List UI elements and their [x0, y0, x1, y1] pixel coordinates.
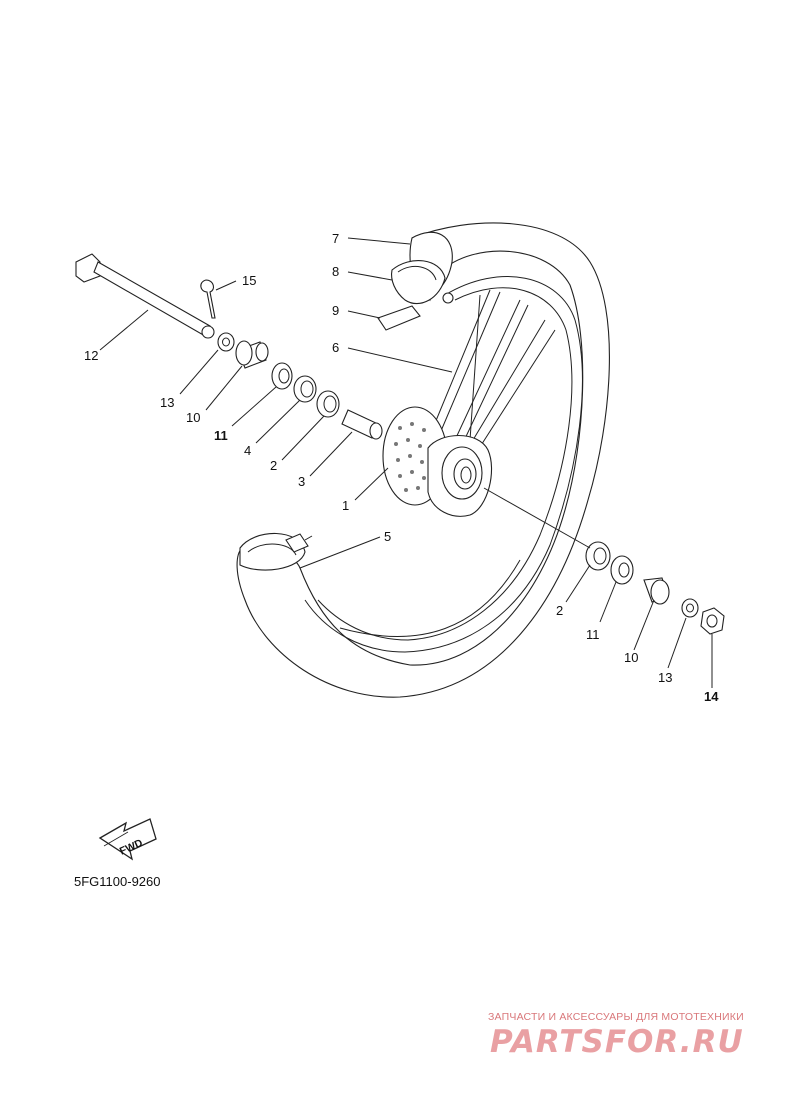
callout-1: 1 — [342, 498, 349, 513]
collar-left — [235, 340, 269, 369]
callout-4: 4 — [244, 443, 251, 458]
tube — [391, 260, 446, 305]
fwd-arrow-icon: FWD — [98, 818, 157, 861]
watermark: ЗАПЧАСТИ И АКСЕССУАРЫ ДЛЯ МОТОТЕХНИКИ PA… — [488, 1011, 744, 1060]
bearing-right — [585, 541, 611, 571]
bearing-left — [316, 390, 340, 418]
oil-seal-left — [271, 362, 293, 390]
hub-with-disc — [382, 406, 492, 517]
callout-12: 12 — [84, 348, 98, 363]
diagram-code: 5FG1100-9260 — [74, 874, 161, 889]
callout-10-left: 10 — [186, 410, 200, 425]
axle — [75, 253, 215, 339]
washer-left — [217, 332, 235, 352]
callout-2-right: 2 — [556, 603, 563, 618]
valve-nut — [442, 292, 454, 304]
callout-5: 5 — [384, 529, 391, 544]
callout-9: 9 — [332, 303, 339, 318]
valve — [285, 533, 313, 553]
callout-11-left: 11 — [214, 428, 228, 443]
cotter-pin — [200, 279, 216, 319]
watermark-brand: PARTSFOR.RU — [490, 1024, 744, 1060]
washer-right — [681, 598, 699, 618]
callout-2-left: 2 — [270, 458, 277, 473]
callout-15: 15 — [242, 273, 256, 288]
watermark-tagline: ЗАПЧАСТИ И АКСЕССУАРЫ ДЛЯ МОТОТЕХНИКИ — [488, 1011, 744, 1023]
collar-right — [643, 577, 670, 605]
rim-band — [377, 305, 421, 331]
callout-11-right: 11 — [586, 627, 600, 642]
leader-lines — [99, 237, 713, 688]
callout-13-left: 13 — [160, 395, 174, 410]
axle-nut — [700, 607, 725, 635]
bearing-4 — [293, 375, 317, 403]
disc-holes — [394, 422, 426, 492]
callout-8: 8 — [332, 264, 339, 279]
callout-14: 14 — [704, 689, 719, 704]
spacer — [341, 409, 383, 440]
callout-13-right: 13 — [658, 670, 672, 685]
callout-10-right: 10 — [624, 650, 638, 665]
oil-seal-right — [610, 555, 634, 585]
callout-6: 6 — [332, 340, 339, 355]
callout-3: 3 — [298, 474, 305, 489]
callout-7: 7 — [332, 231, 339, 246]
callout-labels: 7 8 9 6 15 12 13 10 11 4 2 3 1 5 2 11 10… — [84, 231, 719, 704]
spokes — [427, 289, 556, 451]
